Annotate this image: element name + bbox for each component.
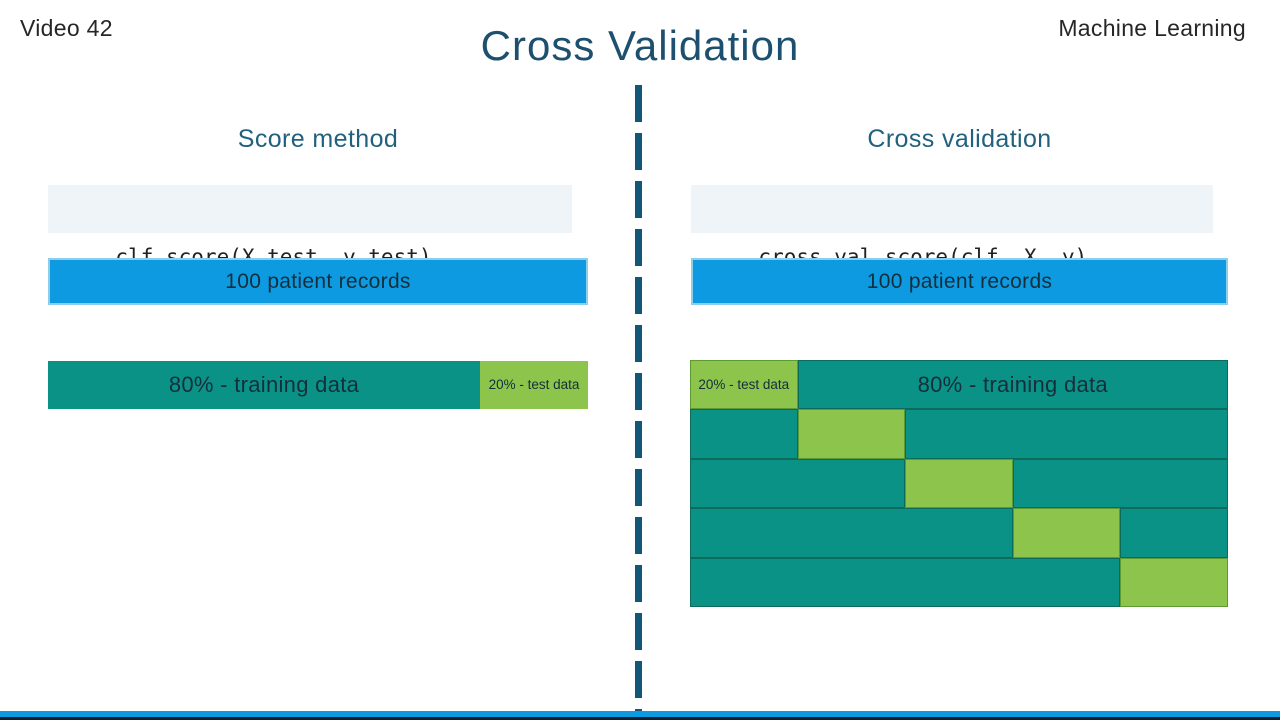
test-data-segment: 20% - test data: [480, 361, 588, 409]
fold-row-3: [690, 458, 1228, 509]
fold-cell-train: [1012, 458, 1228, 509]
train-test-split-bar: 80% - training data 20% - test data: [48, 361, 588, 409]
records-bar-label: 100 patient records: [866, 269, 1053, 293]
bottom-accent-bar: [0, 711, 1280, 717]
video-number-label: Video 42: [20, 15, 113, 41]
score-method-code-snippet: clf.score(X_test, y_test): [48, 185, 572, 269]
fold-cell-train: [690, 409, 798, 459]
fold-cell-train: [690, 508, 1013, 558]
fold-cell-train: [1120, 508, 1228, 558]
course-name-label: Machine Learning: [1058, 15, 1246, 41]
center-dashed-divider: [635, 85, 642, 711]
fold-cell-test: [1120, 557, 1228, 608]
fold-cell-test: 20% - test data: [690, 360, 798, 410]
score-method-heading: Score method: [237, 125, 399, 153]
training-data-segment: 80% - training data: [48, 361, 480, 409]
right-patient-records-bar: 100 patient records: [691, 258, 1228, 305]
fold-row-5: [690, 557, 1228, 608]
records-bar-label: 100 patient records: [225, 269, 411, 293]
fold-cell-test: [905, 458, 1013, 509]
slide-title: Cross Validation: [480, 22, 800, 69]
fold-row-4: [690, 508, 1228, 558]
fold-cell-train: [690, 557, 1121, 608]
fold-cell-test: [797, 409, 906, 459]
fold-cell-train: [690, 458, 906, 509]
cross-val-code-snippet: cross_val_score(clf, X, y): [691, 185, 1213, 269]
fold-cell-train: [905, 409, 1228, 459]
cross-validation-heading: Cross validation: [867, 125, 1052, 153]
fold-cell-train: 80% - training data: [797, 360, 1228, 410]
fold-cell-test: [1012, 508, 1121, 558]
left-patient-records-bar: 100 patient records: [48, 258, 588, 305]
bottom-edge-bar: [0, 717, 1280, 720]
fold-row-2: [690, 409, 1228, 459]
